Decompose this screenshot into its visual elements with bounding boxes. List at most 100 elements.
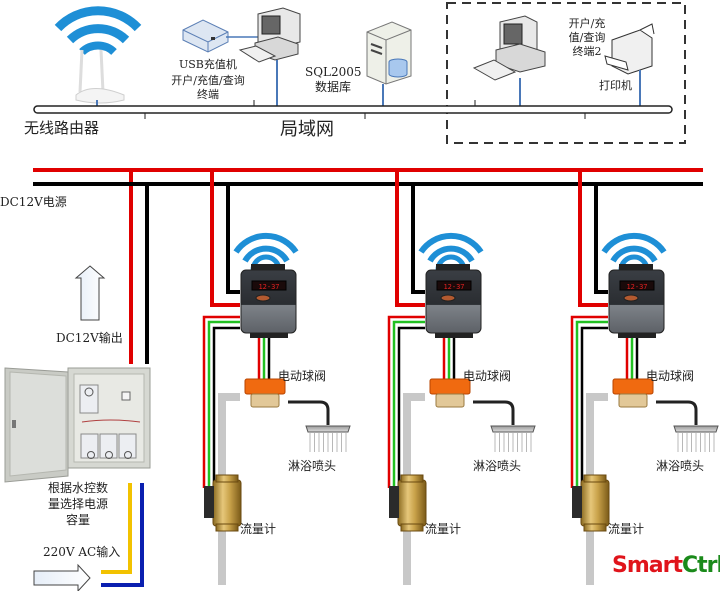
dc-output-arrow-icon [74,265,106,321]
cabinet-note-line3: 容量 [65,513,90,527]
controller-power-negative-wire [594,184,608,294]
controller-card-reader [440,294,456,302]
power-cabinet [4,367,151,483]
terminal-2-label: 开户/充 值/查询 终端2 [562,17,612,58]
ac-live-wire [101,483,132,574]
shower-head-label: 淋浴喷头 [656,459,705,473]
computer-terminal-2-icon [472,15,546,108]
valve-label: 电动球阀 [646,369,695,383]
computer-terminal-1-icon [238,7,301,108]
flowmeter-sensor [389,486,399,518]
controller-power-negative-wire [226,184,240,294]
controller-card-reader [255,294,271,302]
wifi-arc-middle [242,245,290,263]
shower-unit-2: 12-37 [387,170,536,585]
wifi-arc-outer [418,232,484,254]
controller-display [251,280,287,291]
shower-unit-1: 12-37 [202,170,351,585]
cabinet-capacity-note: 根据水控数 量选择电源 容量 [38,480,118,528]
flowmeter-wire-black [212,326,240,488]
flowmeter [397,479,427,527]
usb-recharger-label: USB充值机 [179,58,237,71]
flowmeter-bottom-thread [215,523,239,532]
terminal-1-label-line1: 开户/充值/查询 [171,74,245,87]
database-label-line2: 数据库 [314,80,351,94]
lan-label: 局域网 [280,119,334,140]
shower-head [490,425,536,433]
database-label-line1: SQL2005 [305,65,362,79]
flowmeter-top-thread [400,474,424,483]
flowmeter-label: 流量计 [425,522,462,536]
cabinet-note-line2: 量选择电源 [47,497,108,511]
controller-power-positive-wire [578,170,608,307]
flowmeter [580,479,610,527]
usb-recharger-icon [182,19,258,53]
printer-label: 打印机 [599,79,632,92]
water-controller [240,269,297,334]
flowmeter-bottom-thread [400,523,424,532]
electric-ball-valve-body [618,393,648,408]
flowmeter-top-thread [583,474,607,483]
smartctrl-logo: SmartCtrl [612,553,720,578]
terminal-2-label-line2: 值/查询 [568,30,606,44]
terminal-1-label: 开户/充值/查询 终端 [170,74,246,102]
flowmeter-sensor [204,486,214,518]
flowmeter-top-thread [215,474,239,483]
flowmeter-bottom-thread [583,523,607,532]
valve-label: 电动球阀 [278,369,327,383]
flowmeter-wire-green [392,320,425,488]
controller-card-reader [623,294,639,302]
shower-head [305,425,351,433]
lan-bus-line [33,100,673,119]
wifi-arc-outer [233,232,299,254]
dc-bus-label: DC12V电源 [0,195,67,209]
dc-positive-bus [33,168,703,364]
ac-neutral-wire [101,483,144,587]
terminal-1-label-line2: 终端 [197,87,219,101]
terminal-2-label-line1: 开户/充 [568,17,606,30]
controller-display-text: 12-37 [626,283,647,291]
ac-input-arrow-icon [33,563,91,591]
logo-part-smart: Smart [612,553,683,578]
controller-top-clip [251,264,285,272]
controller-display [619,280,655,291]
valve-label: 电动球阀 [463,369,512,383]
controller-display-text: 12-37 [443,283,464,291]
controller-top-clip [619,264,653,272]
electric-ball-valve-body [435,393,465,408]
wifi-icon [54,6,142,56]
flowmeter-wire-black [397,326,425,488]
shower-arm [473,400,515,425]
cabinet-note-line1: 根据水控数 [47,481,108,495]
flowmeter-wire-green [575,320,608,488]
controller-bottom-clip [250,333,288,338]
flowmeter-wire-black [580,326,608,488]
shower-head-label: 淋浴喷头 [288,459,337,473]
shower-arm [656,400,698,425]
water-controller [425,269,482,334]
controller-display [436,280,472,291]
dc-output-label: DC12V输出 [56,331,123,345]
database-label: SQL2005 数据库 [305,65,362,95]
terminal-2-label-line3: 终端2 [572,44,602,58]
database-server-icon [366,21,412,108]
water-controller [608,269,665,334]
flowmeter-wire-red [570,315,608,488]
controller-top-clip [436,264,470,272]
printer-icon [604,23,655,108]
electric-ball-valve-body [250,393,280,408]
controller-bottom-clip [435,333,473,338]
terminal-2-group-box [446,2,686,144]
controller-power-negative-wire [411,184,425,294]
shower-head-label: 淋浴喷头 [473,459,522,473]
shower-unit-3: 12-37 [570,170,719,585]
flowmeter-wire-green [207,320,240,488]
shower-arm [288,400,330,425]
router-label: 无线路由器 [24,119,100,137]
wifi-arc-middle [610,245,658,263]
flowmeter-wire-red [202,315,240,488]
flowmeter-wire-red [387,315,425,488]
logo-part-ctrl: Ctrl [681,553,720,578]
